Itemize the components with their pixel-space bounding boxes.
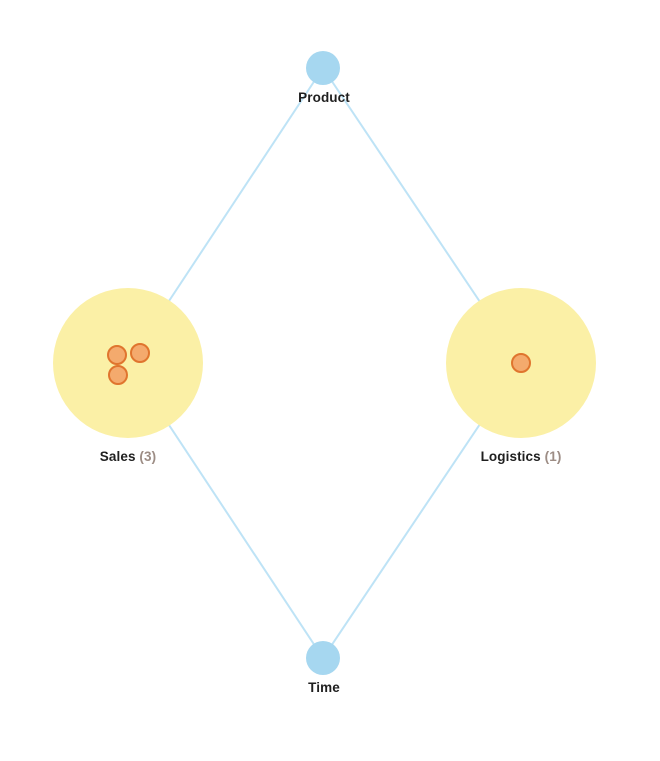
node-product-label: Product <box>298 90 350 105</box>
node-product-label-text: Product <box>298 90 350 105</box>
node-logistics[interactable] <box>446 288 596 438</box>
sales-item-dot[interactable] <box>130 343 150 363</box>
node-sales-label: Sales (3) <box>100 449 156 464</box>
logistics-item-dot[interactable] <box>511 353 531 373</box>
node-time[interactable] <box>306 641 340 675</box>
node-product[interactable] <box>306 51 340 85</box>
node-time-label: Time <box>308 680 340 695</box>
sales-item-dot[interactable] <box>108 365 128 385</box>
node-logistics-label: Logistics (1) <box>481 449 562 464</box>
node-sales-label-text: Sales <box>99 449 136 464</box>
node-sales[interactable] <box>53 288 203 438</box>
sales-item-dot[interactable] <box>107 345 127 365</box>
node-time-label-text: Time <box>308 680 340 695</box>
node-logistics-count: (1) <box>544 449 562 464</box>
node-sales-count: (3) <box>139 449 157 464</box>
node-logistics-label-text: Logistics <box>480 449 541 464</box>
